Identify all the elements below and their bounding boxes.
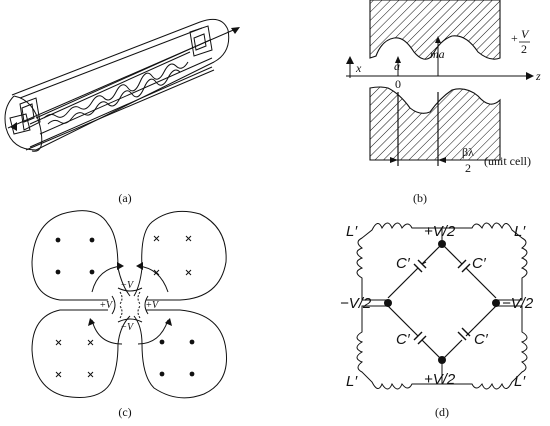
- field-dot: [189, 339, 195, 345]
- node-bottom-label: +V/2: [424, 371, 456, 388]
- capacitor-label-tl: C′: [396, 255, 411, 272]
- panel-b-vane-profile: x z 0 a ma + V 2 βλ 2 (unit cell) (b): [346, 0, 541, 205]
- origin-label: 0: [395, 77, 401, 91]
- panel-d-circuit: +V/2 +V/2 −V/2 −V/2 L′ L′ L′ L′ C′ C′ C′…: [340, 222, 534, 419]
- ma-label: ma: [430, 47, 445, 61]
- inductor-label-tr: L′: [514, 223, 526, 240]
- vane-voltage-num: V: [521, 27, 530, 41]
- panel-c-cross-section: − V + V + V − V (c): [31, 210, 228, 419]
- center-v-top-sign: −: [121, 280, 127, 291]
- field-dot: [55, 269, 61, 275]
- center-v-top: V: [127, 280, 135, 291]
- unit-cell-num: βλ: [462, 145, 474, 159]
- capacitor-label-tr: C′: [472, 255, 487, 272]
- field-dot: [189, 371, 195, 377]
- unit-cell-note: (unit cell): [484, 154, 531, 168]
- inductor-label-tl: L′: [346, 223, 358, 240]
- vane-voltage-den: 2: [521, 42, 527, 56]
- inductor-label-bl: L′: [346, 373, 358, 390]
- node-left-label: −V/2: [340, 295, 372, 312]
- caption-a: (a): [118, 191, 131, 205]
- center-v-bottom: V: [127, 322, 135, 333]
- axis-x-label: x: [355, 61, 362, 75]
- center-v-right-sign: +: [146, 300, 152, 311]
- center-v-left-sign: +: [100, 300, 106, 311]
- axis-z-label: z: [535, 69, 541, 83]
- node-top-label: +V/2: [424, 223, 456, 240]
- panel-a-rfq-cutaway: (a): [4, 18, 240, 205]
- center-v-left: V: [106, 300, 114, 311]
- caption-d: (d): [435, 405, 449, 419]
- field-dot: [89, 269, 95, 275]
- capacitor-label-br: C′: [474, 331, 489, 348]
- node-right-label: −V/2: [502, 295, 534, 312]
- center-v-right: V: [152, 300, 160, 311]
- field-dot: [55, 237, 61, 243]
- aperture-a-label: a: [394, 59, 400, 73]
- node-right: [492, 299, 500, 307]
- center-v-bottom-sign: −: [121, 322, 127, 333]
- node-bottom: [438, 356, 446, 364]
- caption-c: (c): [118, 405, 131, 419]
- field-dot: [159, 339, 165, 345]
- inductor-label-br: L′: [514, 373, 526, 390]
- vane-voltage-sign: +: [511, 31, 518, 45]
- node-top: [438, 240, 446, 248]
- field-dot: [159, 371, 165, 377]
- node-left: [384, 299, 392, 307]
- field-crosses: [55, 235, 192, 378]
- field-dot: [89, 237, 95, 243]
- caption-b: (b): [413, 191, 427, 205]
- unit-cell-den: 2: [465, 161, 471, 175]
- capacitor-label-bl: C′: [396, 331, 411, 348]
